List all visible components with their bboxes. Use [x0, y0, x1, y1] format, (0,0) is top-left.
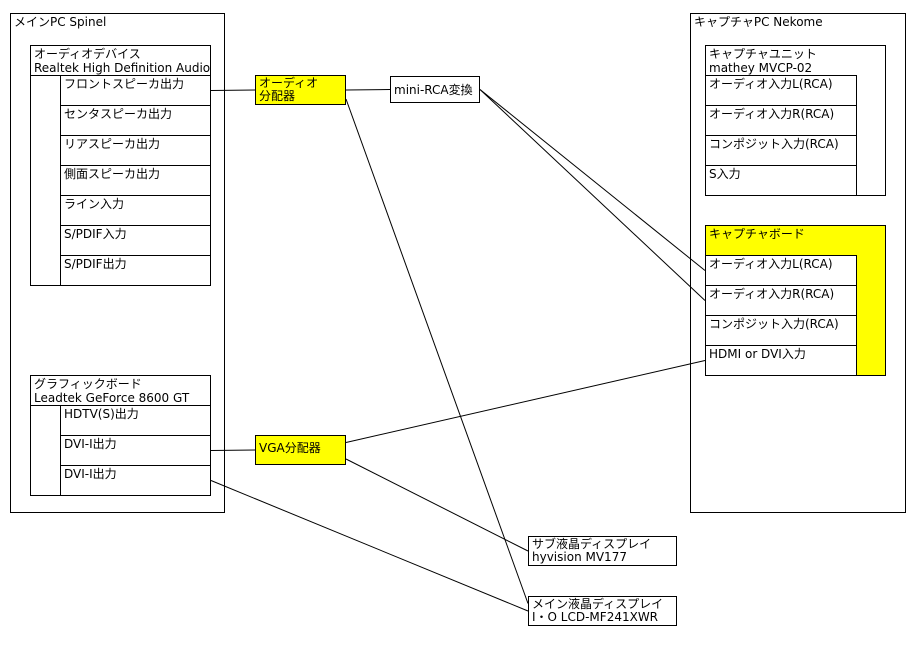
- port-spdif-input: S/PDIF入力: [60, 225, 211, 256]
- audio-device-model: Realtek High Definition Audio: [34, 61, 210, 75]
- audio-device-port-list: フロントスピーカ出力 センタスピーカ出力 リアスピーカ出力 側面スピーカ出力 ラ…: [60, 75, 211, 286]
- capture-unit-port-list: オーディオ入力L(RCA) オーディオ入力R(RCA) コンポジット入力(RCA…: [705, 75, 857, 196]
- port-dvi-i-output-2: DVI-I出力: [60, 465, 211, 496]
- audio-splitter-label-line2: 分配器: [259, 89, 296, 103]
- graphics-board-model: Leadtek GeForce 8600 GT: [34, 391, 190, 405]
- mini-rca-converter-box: mini-RCA変換: [390, 76, 480, 103]
- audio-device-title: オーディオデバイス: [34, 47, 141, 61]
- port-rear-speaker-output: リアスピーカ出力: [60, 135, 211, 166]
- port-line-input: ライン入力: [60, 195, 211, 226]
- port-unit-composite-input: コンポジット入力(RCA): [705, 135, 857, 166]
- port-board-audio-input-r: オーディオ入力R(RCA): [705, 285, 857, 316]
- sub-display-title: サブ液晶ディスプレイ: [532, 537, 652, 551]
- vga-splitter-box: VGA分配器: [255, 435, 346, 465]
- graphics-board-title: グラフィックボード: [34, 377, 142, 391]
- main-display-box: メイン液晶ディスプレイ I・O LCD-MF241XWR: [528, 596, 677, 626]
- port-unit-s-input: S入力: [705, 165, 857, 196]
- main-display-title: メイン液晶ディスプレイ: [532, 597, 664, 611]
- main-display-model: I・O LCD-MF241XWR: [532, 610, 659, 624]
- graphics-board-port-list: HDTV(S)出力 DVI-I出力 DVI-I出力: [60, 405, 211, 496]
- capture-unit-model: mathey MVCP-02: [709, 61, 813, 75]
- port-board-composite-input: コンポジット入力(RCA): [705, 315, 857, 346]
- port-front-speaker-output: フロントスピーカ出力: [60, 75, 211, 106]
- capture-unit-header: キャプチャユニット mathey MVCP-02: [706, 46, 885, 76]
- audio-splitter-label-line1: オーディオ: [259, 76, 319, 90]
- capture-board-port-list: オーディオ入力L(RCA) オーディオ入力R(RCA) コンポジット入力(RCA…: [705, 255, 857, 376]
- capture-board-title: キャプチャボード: [709, 227, 805, 241]
- port-hdtv-s-output: HDTV(S)出力: [60, 405, 211, 436]
- graphics-board-header: グラフィックボード Leadtek GeForce 8600 GT: [31, 376, 210, 406]
- sub-display-box: サブ液晶ディスプレイ hyvision MV177: [528, 536, 677, 566]
- sub-display-model: hyvision MV177: [532, 550, 627, 564]
- port-board-hdmi-dvi-input: HDMI or DVI入力: [705, 345, 857, 376]
- port-side-speaker-output: 側面スピーカ出力: [60, 165, 211, 196]
- port-spdif-output: S/PDIF出力: [60, 255, 211, 286]
- main-pc-title: メインPC Spinel: [14, 15, 107, 29]
- audio-device-header: オーディオデバイス Realtek High Definition Audio: [31, 46, 210, 76]
- port-board-audio-input-l: オーディオ入力L(RCA): [705, 255, 857, 286]
- port-unit-audio-input-l: オーディオ入力L(RCA): [705, 75, 857, 106]
- capture-pc-title: キャプチャPC Nekome: [694, 15, 823, 29]
- port-dvi-i-output-1: DVI-I出力: [60, 435, 211, 466]
- capture-unit-title: キャプチャユニット: [709, 47, 817, 61]
- audio-splitter-box: オーディオ 分配器: [255, 75, 346, 105]
- port-unit-audio-input-r: オーディオ入力R(RCA): [705, 105, 857, 136]
- port-center-speaker-output: センタスピーカ出力: [60, 105, 211, 136]
